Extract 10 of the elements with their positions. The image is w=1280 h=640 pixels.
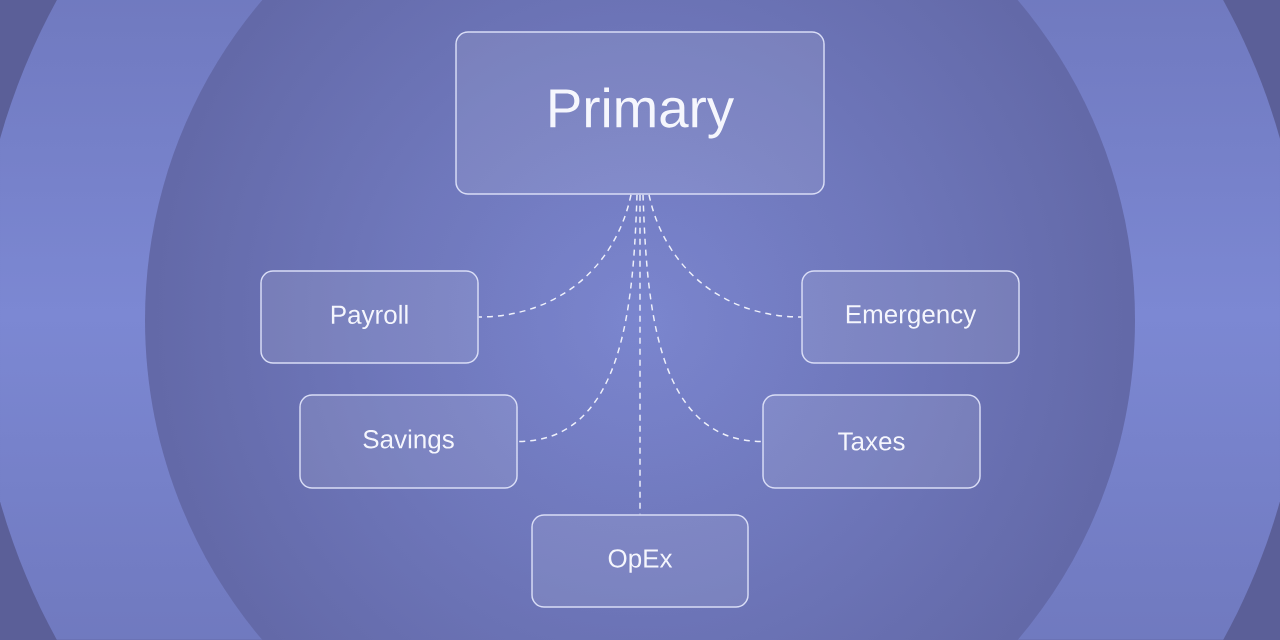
item-box: Taxes	[762, 394, 981, 489]
connector-line	[642, 194, 763, 443]
item-box: Payroll	[260, 270, 479, 364]
connector-line	[648, 194, 802, 318]
item-box: Emergency	[801, 270, 1020, 364]
item-box: OpEx	[531, 514, 749, 608]
item-box: Savings	[299, 394, 518, 489]
connector-line	[517, 194, 638, 443]
connector-line	[478, 194, 632, 318]
main-box: Primary	[455, 31, 825, 195]
